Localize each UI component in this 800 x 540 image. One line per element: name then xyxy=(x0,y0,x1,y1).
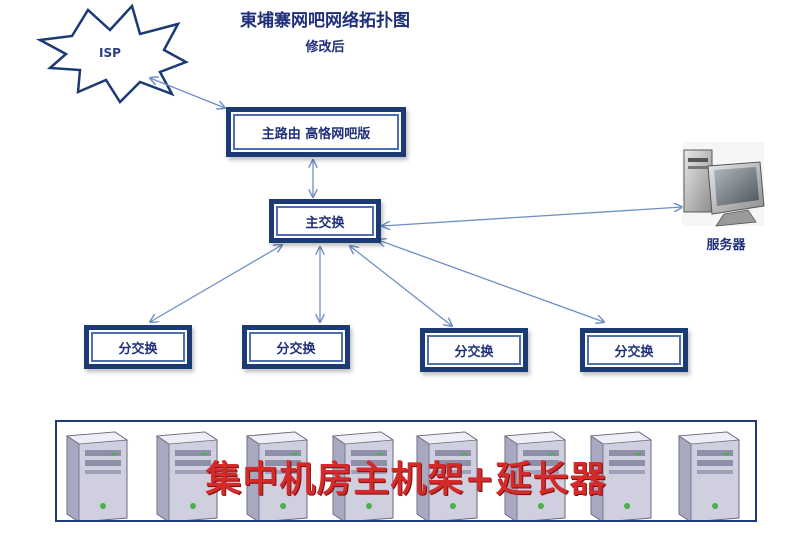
tower-pc-icon xyxy=(503,431,567,520)
tower-pc-icon xyxy=(155,431,219,520)
sub-switch-node-1[interactable]: 分交换 xyxy=(84,325,192,369)
server-rack-panel: 集中机房主机架+延长器 xyxy=(55,420,757,522)
sub-switch-label: 分交换 xyxy=(614,344,654,360)
tower-pc-icon xyxy=(677,431,741,520)
sub-switch-node-3[interactable]: 分交换 xyxy=(420,328,528,372)
link-switch-sub4 xyxy=(378,240,604,322)
page-title: 東埔寨网吧网络拓扑图 xyxy=(240,11,410,31)
sub-switch-node-4[interactable]: 分交换 xyxy=(580,328,688,372)
main-router-label: 主路由 高恪网吧版 xyxy=(261,126,371,142)
tower-pc-icon xyxy=(415,431,479,520)
page-subtitle: 修改后 xyxy=(305,40,345,55)
sub-switch-label: 分交换 xyxy=(454,344,494,360)
main-switch-label: 主交换 xyxy=(305,215,345,231)
main-switch-node[interactable]: 主交换 xyxy=(269,199,381,243)
sub-switch-label: 分交换 xyxy=(118,341,158,357)
sub-switch-label: 分交换 xyxy=(276,341,316,357)
link-switch-sub1 xyxy=(150,245,282,322)
link-switch-server xyxy=(382,207,682,226)
link-switch-sub3 xyxy=(350,246,452,326)
tower-pc-icon xyxy=(589,431,653,520)
isp-label: ISP xyxy=(99,46,121,60)
tower-pc-icon xyxy=(331,431,395,520)
main-router-node[interactable]: 主路由 高恪网吧版 xyxy=(226,107,406,157)
server-label: 服务器 xyxy=(706,238,746,253)
link-isp-router xyxy=(150,78,225,108)
sub-switch-node-2[interactable]: 分交换 xyxy=(242,325,350,369)
tower-pc-icon xyxy=(245,431,309,520)
tower-pc-icon xyxy=(65,431,129,520)
tower-row xyxy=(65,431,741,520)
rack-banner: 集中机房主机架+延长器 xyxy=(205,458,607,500)
desktop-computer-icon xyxy=(682,142,765,227)
